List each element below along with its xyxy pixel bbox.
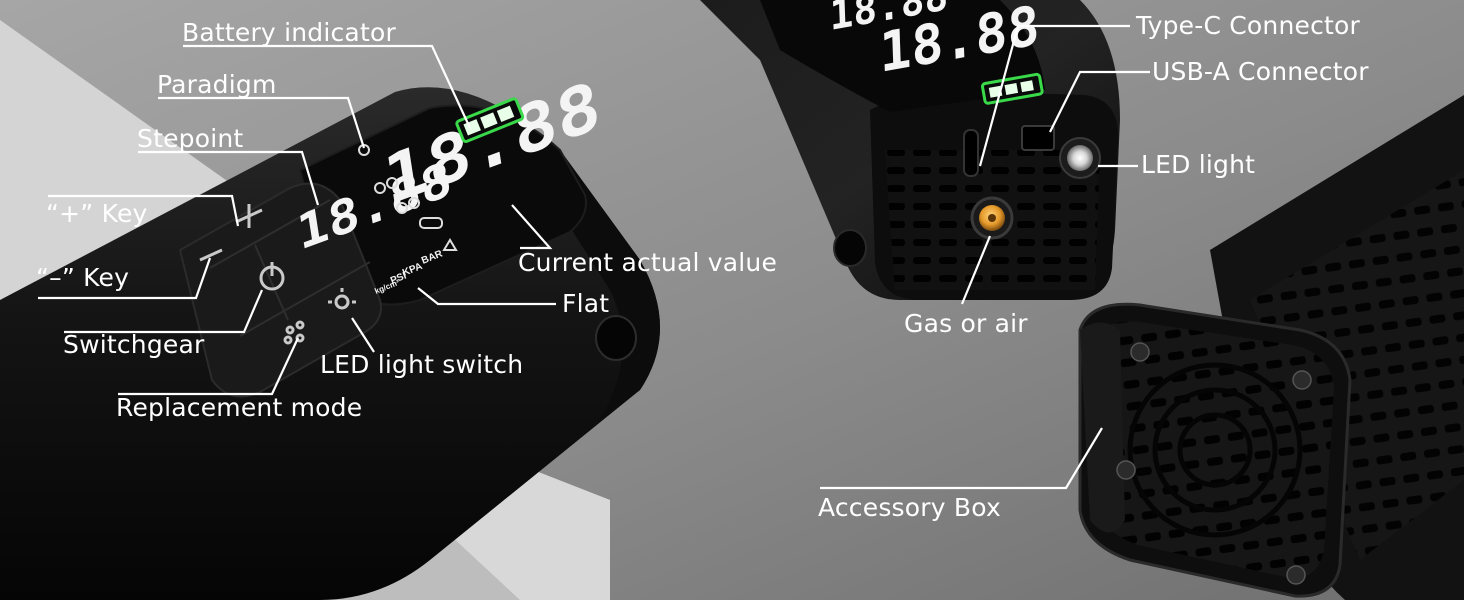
battery-indicator-icon bbox=[455, 97, 525, 143]
callout-plus-key: “+” Key bbox=[46, 199, 148, 228]
device-top bbox=[700, 0, 1120, 301]
callout-accessory-box: Accessory Box bbox=[818, 493, 1001, 522]
ball-icon bbox=[442, 238, 458, 251]
sun-icon bbox=[328, 288, 356, 310]
line-plus-key bbox=[48, 194, 240, 227]
callout-type-c-connector: Type-C Connector bbox=[1136, 11, 1360, 40]
line-switchgear bbox=[64, 289, 264, 334]
callout-lines bbox=[38, 24, 1150, 490]
led-light-lens bbox=[1067, 145, 1093, 171]
line-led-light-switch bbox=[351, 317, 375, 353]
type-c-port bbox=[963, 129, 979, 177]
minus-key-icon bbox=[199, 248, 223, 262]
line-battery-indicator bbox=[183, 44, 471, 129]
callout-replacement-mode: Replacement mode bbox=[116, 393, 363, 422]
line-stepoint bbox=[138, 150, 320, 206]
callout-led-light-switch: LED light switch bbox=[320, 350, 524, 379]
line-replacement-mode bbox=[118, 337, 299, 396]
fan-grille bbox=[1127, 362, 1303, 538]
power-icon bbox=[259, 262, 285, 291]
device-right bbox=[1078, 95, 1464, 600]
line-paradigm bbox=[158, 96, 366, 149]
callout-stepoint: Stepoint bbox=[137, 124, 244, 153]
line-flat bbox=[417, 287, 556, 306]
car-icon bbox=[419, 217, 443, 229]
callout-current-actual-value: Current actual value bbox=[518, 248, 778, 277]
line-minus-key bbox=[38, 257, 212, 300]
top-battery-icon bbox=[980, 72, 1044, 105]
box-screws bbox=[1116, 342, 1312, 585]
line-type-c bbox=[978, 24, 1130, 167]
callout-flat: Flat bbox=[562, 289, 610, 318]
callout-minus-key: “–” Key bbox=[36, 263, 130, 292]
callout-battery-indicator: Battery indicator bbox=[182, 18, 396, 47]
callout-led-light: LED light bbox=[1141, 150, 1256, 179]
callout-paradigm: Paradigm bbox=[157, 70, 277, 99]
callout-switchgear: Switchgear bbox=[63, 330, 205, 359]
callout-usb-a-connector: USB-A Connector bbox=[1152, 57, 1369, 86]
callout-gas-or-air: Gas or air bbox=[904, 309, 1028, 338]
line-gas-or-air bbox=[960, 235, 992, 305]
device-left bbox=[0, 87, 660, 600]
line-current-actual-value bbox=[511, 204, 553, 250]
line-accessory-box bbox=[820, 427, 1103, 490]
bicycle-icon bbox=[374, 177, 398, 194]
line-usb-a bbox=[1049, 70, 1150, 133]
motorcycle-icon bbox=[396, 197, 420, 214]
usb-a-port bbox=[1021, 125, 1055, 151]
